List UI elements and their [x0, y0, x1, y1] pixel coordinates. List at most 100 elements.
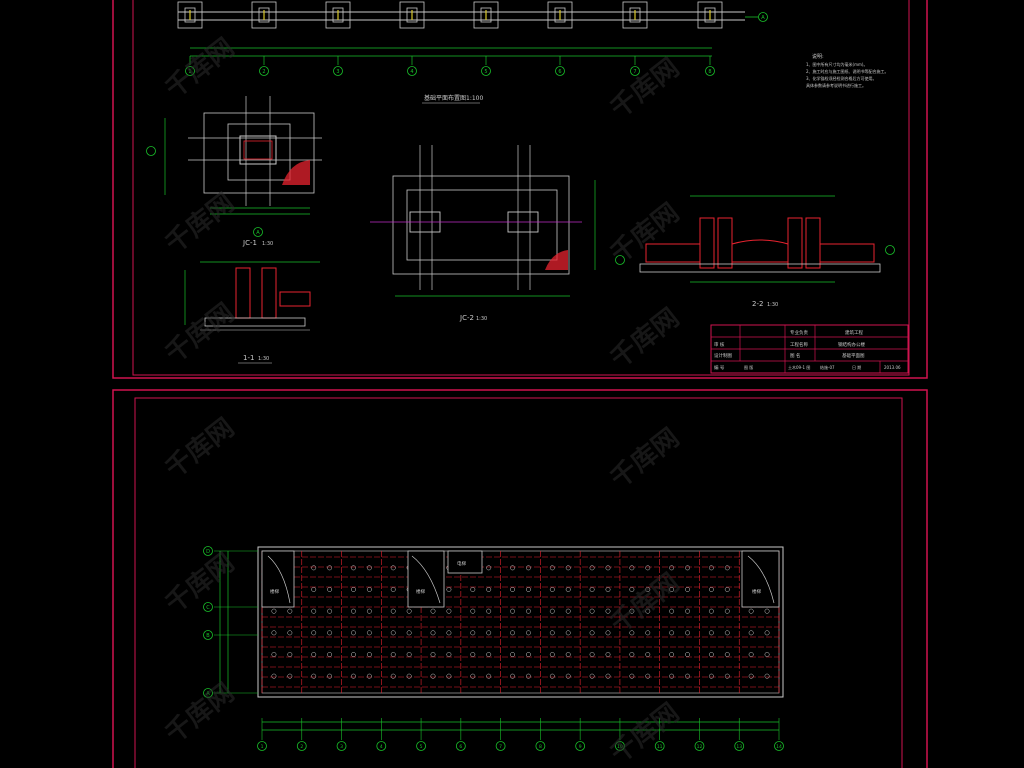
pile-marker	[526, 565, 531, 571]
jc1-label: JC-1	[242, 239, 257, 247]
pile-marker	[510, 673, 515, 679]
pile-marker	[446, 587, 452, 592]
pile-marker	[406, 673, 412, 679]
section-22-label: 2-2	[752, 300, 763, 308]
pile-marker	[565, 565, 571, 571]
notes-line-3: 3、化学锚栓须经检测合格后方可使用。	[806, 75, 877, 81]
grid-axis-bubble	[575, 741, 586, 751]
pile-marker	[724, 608, 730, 614]
jc1-hatched-quadrant	[282, 160, 310, 185]
grid-axis-label: 5	[420, 744, 423, 750]
watermark-layer: 千库网千库网千库网千库网千库网千库网千库网千库网千库网千库网千库网千库网	[160, 33, 685, 768]
pile-marker	[549, 652, 555, 657]
plan-axis-label: 3	[336, 69, 339, 75]
pile-marker	[605, 652, 611, 657]
pile-marker	[287, 673, 293, 679]
pile-marker	[629, 587, 635, 592]
notes-line-4: 具体参数请参考说明书进行施工。	[806, 82, 866, 88]
pile-marker	[764, 673, 770, 679]
pile-marker	[470, 673, 476, 679]
plan-axis-label: 8	[708, 69, 711, 75]
pile-marker	[351, 630, 356, 636]
pile-marker	[327, 652, 333, 657]
pile-marker	[470, 608, 476, 614]
pile-marker	[486, 587, 492, 592]
notes-line-2: 2、施工时应与施工图纸、说明书等配合施工。	[806, 68, 889, 74]
plan-axis-bubble	[407, 66, 417, 76]
pile-marker	[486, 565, 492, 571]
pile-marker	[351, 673, 356, 679]
grid-axis-bubble	[376, 741, 387, 751]
tb-footer-2: 土木09-1 图	[788, 364, 810, 370]
pile-marker	[430, 608, 436, 614]
general-notes: 说明: 1、图中所有尺寸均为毫米(mm)。 2、施工时应与施工图纸、说明书等配合…	[806, 53, 889, 88]
plan-axis-label: 6	[558, 69, 561, 75]
grid-axis-label: 12	[697, 744, 703, 750]
pile-marker	[669, 587, 675, 592]
side-axis-label: C	[206, 605, 210, 611]
pile-marker	[327, 630, 333, 636]
pile-marker	[724, 587, 730, 592]
pile-marker	[446, 630, 452, 636]
pile-marker	[764, 630, 770, 636]
plan-footing	[697, 1, 723, 29]
plan-footing	[251, 1, 277, 29]
pile-marker	[510, 608, 515, 614]
plan-axis-label: 4	[410, 69, 413, 75]
sheet-2-outer-border	[112, 389, 928, 768]
pile-marker	[669, 630, 675, 636]
pile-marker	[565, 630, 571, 636]
grid-axis-bubble	[694, 741, 705, 751]
pile-marker	[589, 608, 595, 614]
grid-axis-bubble	[615, 741, 625, 751]
pile-marker	[589, 652, 595, 657]
watermark-logo: 千库网	[605, 423, 685, 495]
side-axis-label: B	[206, 633, 210, 639]
watermark-logo: 千库网	[605, 698, 685, 768]
pile-marker	[589, 565, 595, 571]
plan-footing	[473, 1, 499, 29]
pile-marker	[685, 608, 690, 614]
jc2-scale: 1:30	[476, 316, 487, 322]
room-stair-center: 楼梯	[407, 550, 445, 608]
section-2-2: 2-2 1:30	[615, 195, 895, 308]
pile-marker	[565, 608, 571, 614]
pile-marker	[748, 652, 754, 657]
tb-left-3: 编 号	[714, 364, 725, 371]
grid-outline	[257, 546, 784, 698]
tb-row2-value: 钢结构办公楼	[838, 341, 865, 348]
plan-axis-bubble	[705, 66, 715, 76]
tb-footer-1: 图 版	[744, 364, 753, 370]
plan-footing	[622, 1, 648, 29]
grid-axis-label: 9	[579, 744, 582, 750]
jc1-axis-label: A	[256, 230, 260, 236]
pile-marker	[351, 608, 356, 614]
pile-marker	[724, 652, 730, 657]
room-stair-right: 楼梯	[741, 550, 780, 608]
pile-marker	[271, 608, 277, 614]
pile-marker	[669, 673, 675, 679]
jc2-label: JC-2	[459, 314, 474, 322]
pile-marker	[589, 630, 595, 636]
room-label-1: 楼梯	[270, 588, 279, 595]
pile-marker	[311, 652, 317, 657]
grid-axis-label: 14	[776, 744, 782, 750]
pile-marker	[430, 652, 436, 657]
grid-axis-label: 10	[617, 744, 623, 750]
pile-marker	[526, 673, 531, 679]
side-axis-bubble	[203, 630, 213, 640]
side-axis-label: D	[206, 549, 210, 555]
pile-marker	[470, 630, 476, 636]
pile-marker	[390, 673, 396, 679]
watermark-logo: 千库网	[605, 53, 685, 125]
grid-axis-label: 13	[736, 744, 742, 750]
jc1-scale: 1:30	[262, 241, 273, 247]
section-1-1: 1-1 1:30	[184, 261, 320, 364]
pile-marker	[565, 652, 571, 657]
pile-marker	[629, 565, 635, 571]
room-label-3: 楼梯	[416, 588, 425, 595]
pile-marker	[629, 673, 635, 679]
plan-axis-bubble	[259, 66, 269, 76]
